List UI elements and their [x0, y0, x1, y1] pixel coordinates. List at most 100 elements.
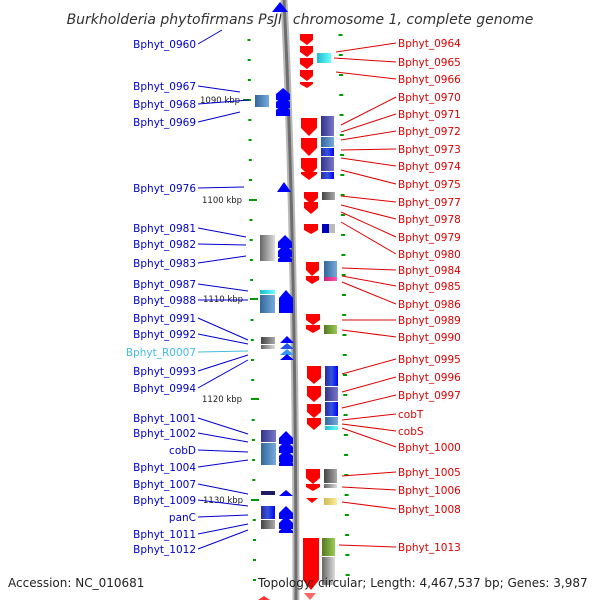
leader-line — [341, 281, 397, 305]
leader-line — [197, 283, 249, 292]
gene-label: Bphyt_1001 — [133, 413, 196, 425]
gene-arrow — [279, 440, 293, 453]
gene-arrow — [300, 34, 313, 45]
leader-line — [340, 113, 397, 133]
position-tick — [341, 254, 346, 256]
gene-bar — [322, 557, 335, 585]
leader-line — [197, 359, 249, 389]
position-tick — [339, 74, 343, 76]
gene-bar — [321, 157, 334, 171]
position-tick — [251, 419, 255, 421]
gene-arrow — [279, 457, 293, 466]
position-tick — [250, 279, 254, 281]
position-tick — [253, 579, 256, 581]
position-tick — [344, 514, 349, 516]
gene-label: Bphyt_1012 — [133, 544, 196, 556]
gene-arrow — [301, 158, 317, 176]
leader-line — [341, 501, 397, 510]
scale-marks: 1090 kbp 1100 kbp 1110 kbp 1120 kbp 1130… — [200, 96, 259, 506]
gene-bar — [261, 506, 275, 519]
position-tick — [340, 154, 345, 156]
position-tick — [250, 339, 254, 341]
leader-line — [341, 394, 397, 409]
leader-line — [335, 71, 397, 80]
gene-bar — [321, 116, 334, 136]
leader-line — [197, 529, 249, 550]
gene-bar — [321, 172, 334, 179]
position-tick — [247, 79, 251, 81]
gene-label: Bphyt_0989 — [398, 315, 461, 327]
leader-line — [197, 483, 249, 495]
gene-arrow — [306, 325, 320, 333]
gene-bar — [261, 520, 275, 529]
gene-arrow — [258, 596, 270, 600]
gene-bar — [321, 137, 334, 147]
leader-line — [338, 544, 397, 548]
gene-label: Bphyt_1006 — [398, 485, 461, 497]
gene-label: Bphyt_0983 — [133, 258, 196, 270]
gene-arrow — [279, 516, 293, 529]
leader-line — [197, 350, 249, 353]
gene-arrow — [304, 593, 316, 600]
gene-arrow — [280, 336, 294, 343]
gene-bar — [324, 469, 337, 483]
gene-bar — [261, 443, 276, 465]
gene-bar — [255, 95, 269, 107]
gene-label: Bphyt_1005 — [398, 467, 461, 479]
gene-arrow — [304, 202, 318, 214]
position-tick — [251, 439, 255, 441]
gene-arrow — [303, 538, 319, 590]
leader-line — [197, 432, 249, 443]
position-tick — [343, 374, 347, 376]
leader-lines-right — [333, 42, 397, 548]
leader-line — [197, 354, 249, 372]
gene-arrow — [280, 343, 294, 349]
gene-label: Bphyt_0987 — [133, 279, 196, 291]
position-tick — [342, 334, 347, 336]
gene-label: Bphyt_0966 — [398, 74, 461, 86]
gene-arrow — [300, 46, 313, 57]
leader-line — [340, 148, 397, 151]
gene-label: Bphyt_1013 — [398, 542, 461, 554]
position-tick — [338, 54, 343, 56]
tick-marks-right — [338, 34, 350, 576]
leader-line — [335, 42, 397, 53]
leader-line — [340, 157, 397, 167]
gene-label: Bphyt_0975 — [398, 179, 461, 191]
gene-label: cobT — [398, 409, 424, 421]
gene-arrow — [279, 525, 293, 533]
gene-arrow — [280, 354, 294, 360]
gene-label: Bphyt_0995 — [398, 354, 461, 366]
position-tick — [249, 179, 252, 181]
gene-label: Bphyt_0984 — [398, 265, 461, 277]
gene-label: Bphyt_0970 — [398, 92, 461, 104]
position-tick — [343, 434, 348, 436]
map-title: Burkholderia phytofirmans PsJN chromosom… — [67, 12, 534, 28]
gene-label: Bphyt_0985 — [398, 281, 461, 293]
position-tick — [248, 119, 252, 121]
leader-line — [341, 267, 397, 271]
gene-label: Bphyt_0971 — [398, 109, 461, 121]
gene-arrow — [306, 498, 318, 503]
position-tick — [344, 454, 349, 456]
gene-arrow — [279, 290, 293, 313]
gene-bar — [261, 337, 275, 344]
accession-text: Accession: NC_010681 — [8, 576, 144, 590]
position-tick — [340, 214, 345, 216]
position-tick — [249, 239, 253, 241]
leader-line — [197, 243, 247, 246]
position-tick — [341, 294, 346, 296]
leader-line — [340, 96, 397, 126]
gene-arrow — [278, 244, 292, 257]
leader-line — [340, 169, 397, 185]
gene-label: Bphyt_0960 — [133, 39, 196, 51]
gene-arrow — [306, 314, 320, 325]
leader-line — [197, 499, 249, 507]
gene-arrow — [278, 235, 292, 248]
gene-bar — [322, 192, 335, 200]
gene-arrow — [276, 104, 290, 116]
gene-arrow — [279, 490, 293, 496]
gene-arrow — [306, 262, 319, 276]
leader-line — [197, 99, 250, 105]
gene-label: Bphyt_R0007 — [126, 347, 196, 359]
